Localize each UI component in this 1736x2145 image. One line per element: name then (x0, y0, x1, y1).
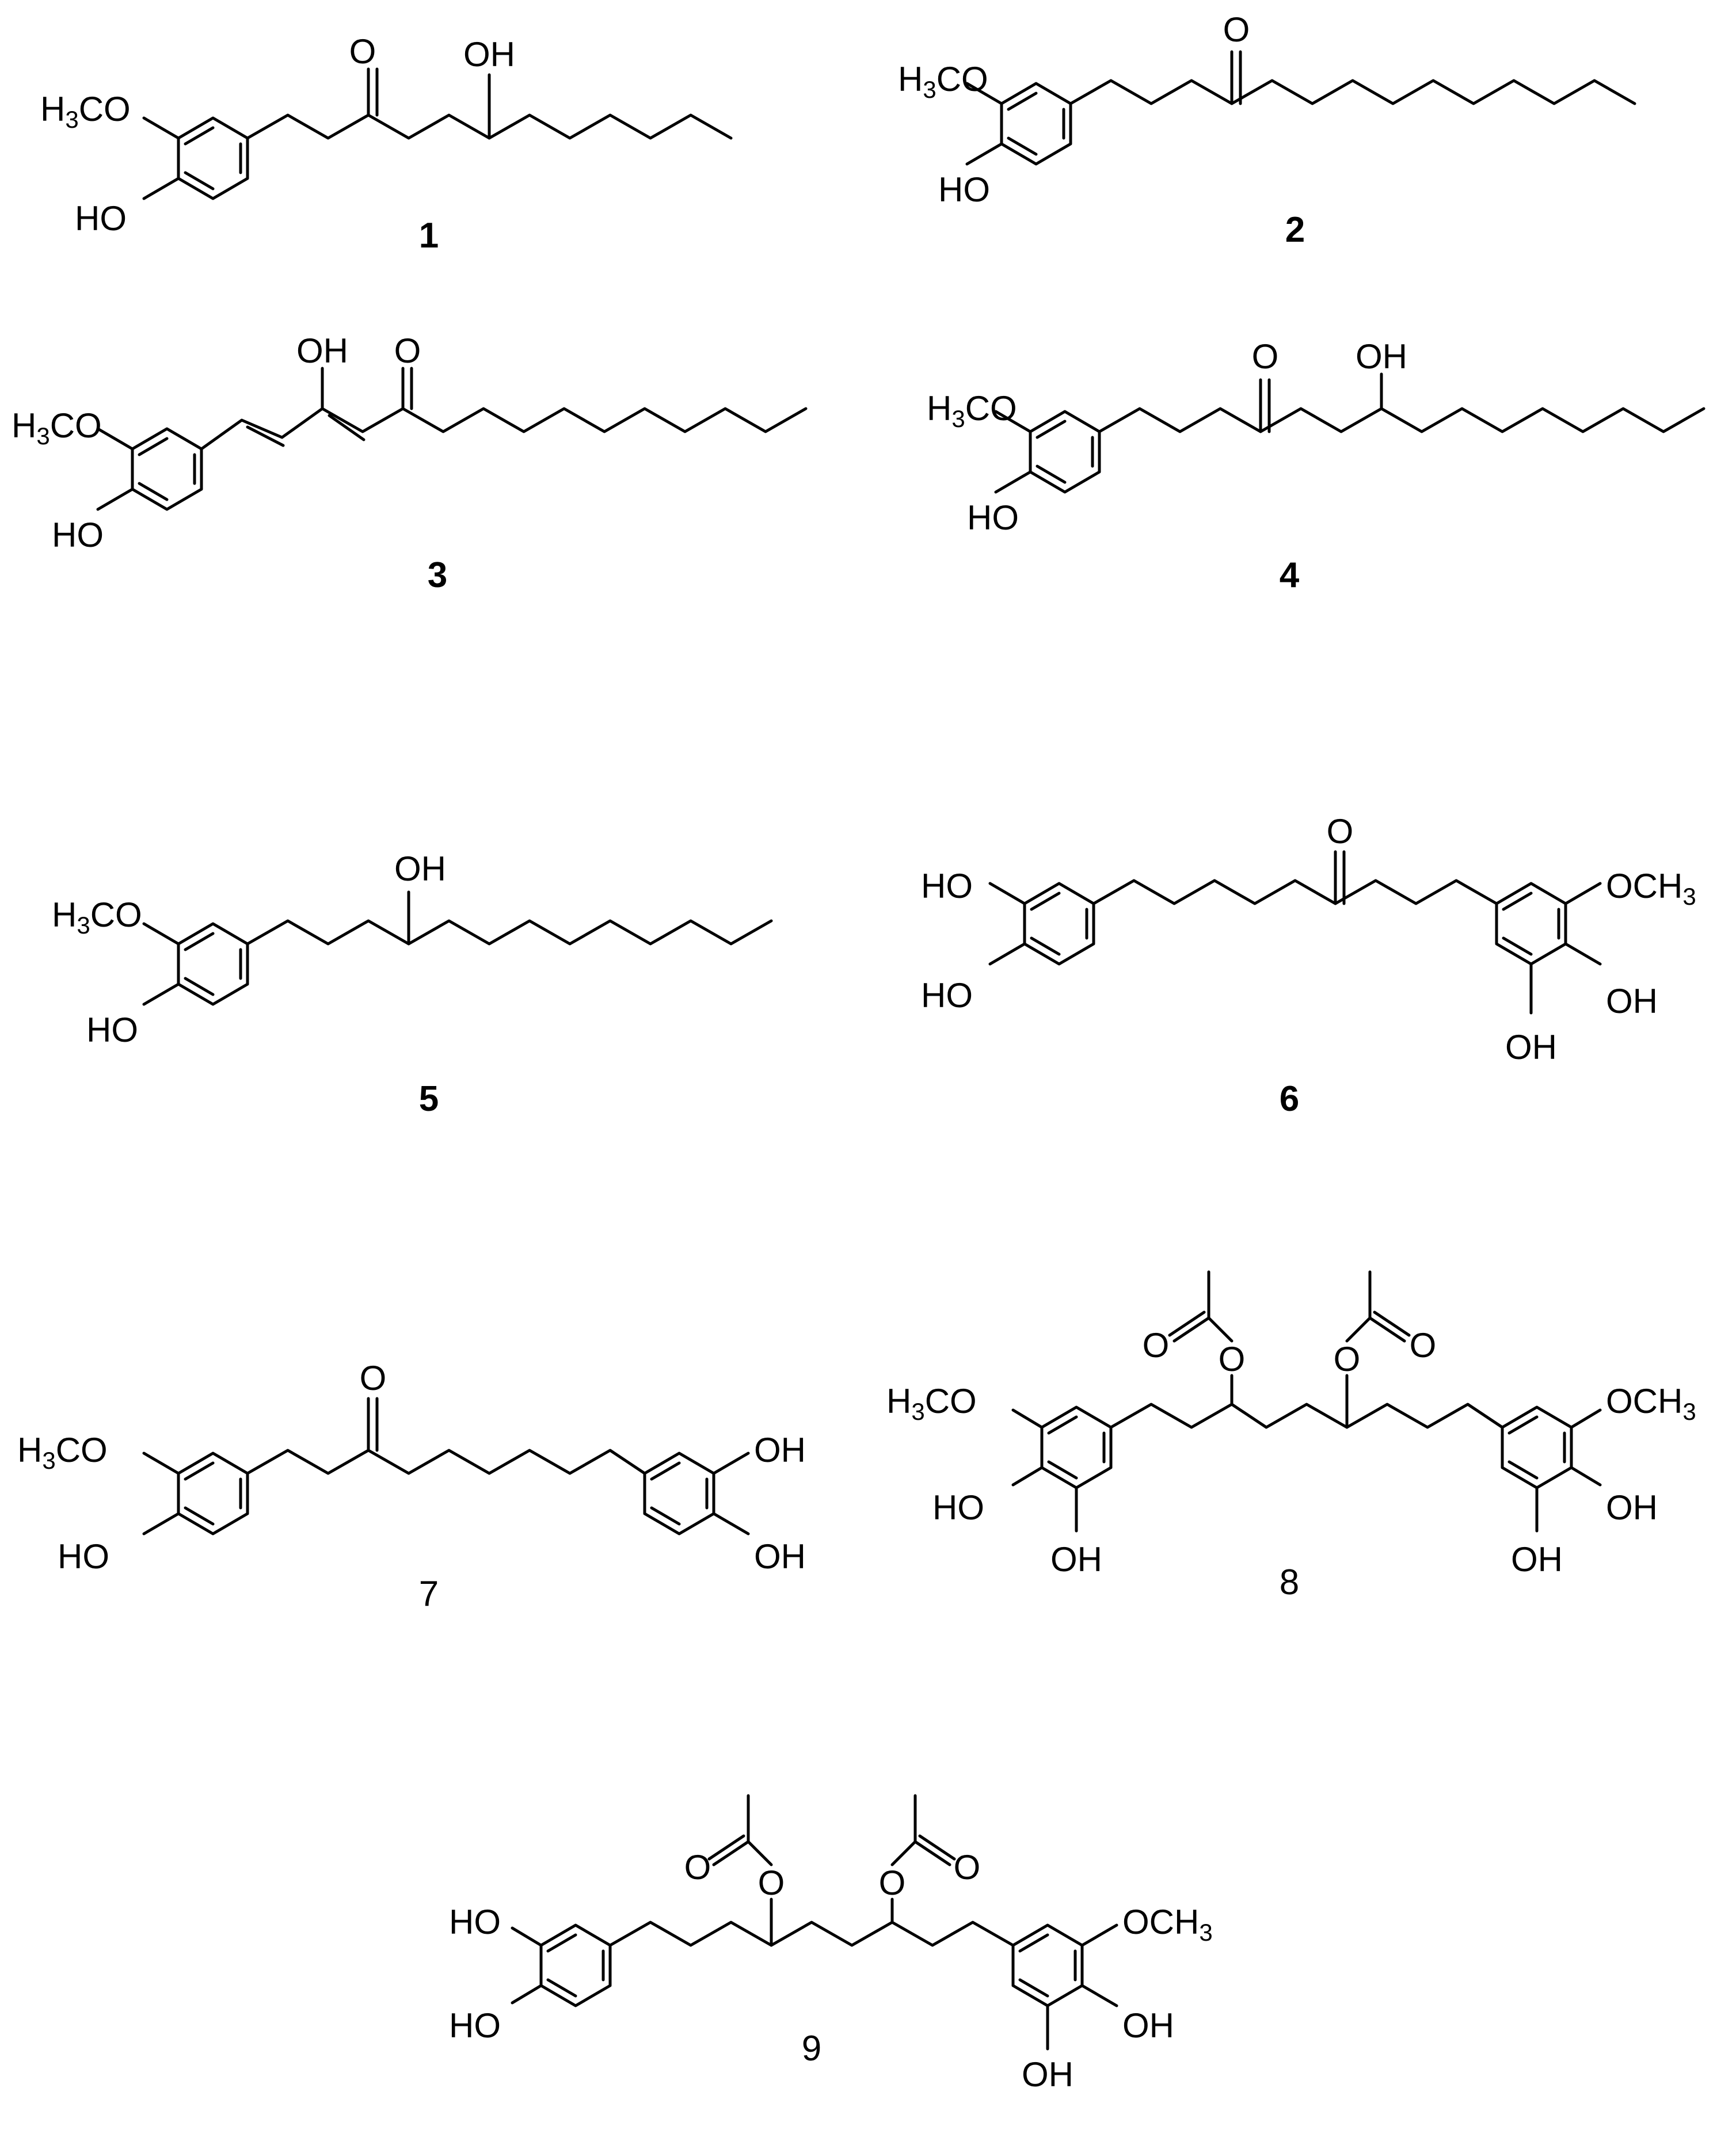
hydroxy-label: HO (921, 976, 973, 1015)
hydroxy-label: OH (754, 1431, 806, 1469)
compound-number: 8 (1280, 1563, 1299, 1602)
compound-1: H3CO HO O OH 1 (40, 32, 733, 256)
hydroxy-label: OH (1606, 982, 1658, 1020)
ester-oxygen-label: O (1219, 1340, 1246, 1378)
compound-number: 2 (1285, 210, 1305, 250)
compound-7: H3CO HO O OH OH 7 (17, 1359, 806, 1614)
compound-2: H3CO HO O 2 (898, 10, 1636, 250)
compound-number: 5 (419, 1079, 439, 1119)
methoxy-label: OCH3 (1606, 1382, 1696, 1425)
compound-4: H3CO HO O OH 4 (927, 337, 1705, 595)
methoxy-label: H3CO (886, 1382, 977, 1425)
compound-number: 6 (1280, 1079, 1299, 1119)
hydroxy-label: HO (449, 1903, 501, 1941)
hydroxy-label: HO (921, 867, 973, 905)
hydroxy-label: HO (938, 170, 990, 209)
compound-8: H3CO HO OH OCH3 OH OH O O O O 8 (886, 1270, 1696, 1602)
hydroxy-label: OH (394, 849, 446, 888)
hydroxy-label: OH (1511, 1540, 1563, 1579)
hydroxy-label: HO (58, 1537, 109, 1576)
hydroxy-label: OH (1356, 337, 1407, 376)
compound-9: HO HO OCH3 OH OH O O O O 9 (449, 1794, 1213, 2094)
hydroxy-label: HO (75, 199, 127, 238)
carbonyl-oxygen-label: O (684, 1848, 711, 1887)
methoxy-label: H3CO (52, 896, 142, 939)
hydroxy-label: OH (463, 35, 515, 74)
hydroxy-label: OH (1050, 1540, 1102, 1579)
hydroxy-label: OH (1022, 2055, 1073, 2094)
carbonyl-oxygen-label: O (954, 1848, 981, 1887)
compound-number: 1 (419, 216, 439, 256)
enol-hydroxy-label: OH (296, 332, 348, 370)
hydroxy-label: HO (449, 2006, 501, 2045)
compound-number: 4 (1280, 555, 1300, 595)
ketone-oxygen-label: O (394, 332, 421, 370)
ketone-oxygen-label: O (360, 1359, 387, 1397)
ester-oxygen-label: O (758, 1864, 785, 1902)
methoxy-label: H3CO (12, 406, 102, 449)
hydroxy-label: HO (86, 1011, 138, 1049)
ketone-oxygen-label: O (1327, 812, 1354, 851)
ester-oxygen-label: O (1334, 1340, 1361, 1378)
methoxy-label: OCH3 (1606, 867, 1696, 910)
hydroxy-label: OH (1122, 2006, 1174, 2045)
ketone-oxygen-label: O (349, 32, 376, 71)
ketone-oxygen-label: O (1223, 10, 1250, 49)
hydroxy-label: HO (52, 516, 104, 554)
compound-number: 3 (428, 555, 447, 595)
ketone-oxygen-label: O (1252, 337, 1279, 376)
methoxy-label: H3CO (17, 1431, 108, 1474)
methoxy-label: H3CO (927, 389, 1017, 432)
hydroxy-label: OH (754, 1537, 806, 1576)
hydroxy-label: OH (1606, 1488, 1658, 1527)
carbonyl-oxygen-label: O (1143, 1326, 1170, 1365)
compound-3: H3CO HO OH O 3 (12, 332, 808, 595)
carbonyl-oxygen-label: O (1410, 1326, 1437, 1365)
compound-6: HO HO O OCH3 OH OH 6 (921, 812, 1696, 1119)
ester-oxygen-label: O (879, 1864, 906, 1902)
methoxy-label: OCH3 (1122, 1903, 1213, 1946)
hydroxy-label: HO (932, 1488, 984, 1527)
compound-number: 7 (419, 1574, 439, 1614)
hydroxy-label: HO (967, 498, 1019, 537)
compound-number: 9 (802, 2029, 821, 2068)
hydroxy-label: OH (1505, 1028, 1557, 1066)
compound-5: H3CO HO OH 5 (52, 849, 773, 1119)
methoxy-label: H3CO (40, 90, 131, 133)
methoxy-label: H3CO (898, 60, 988, 103)
